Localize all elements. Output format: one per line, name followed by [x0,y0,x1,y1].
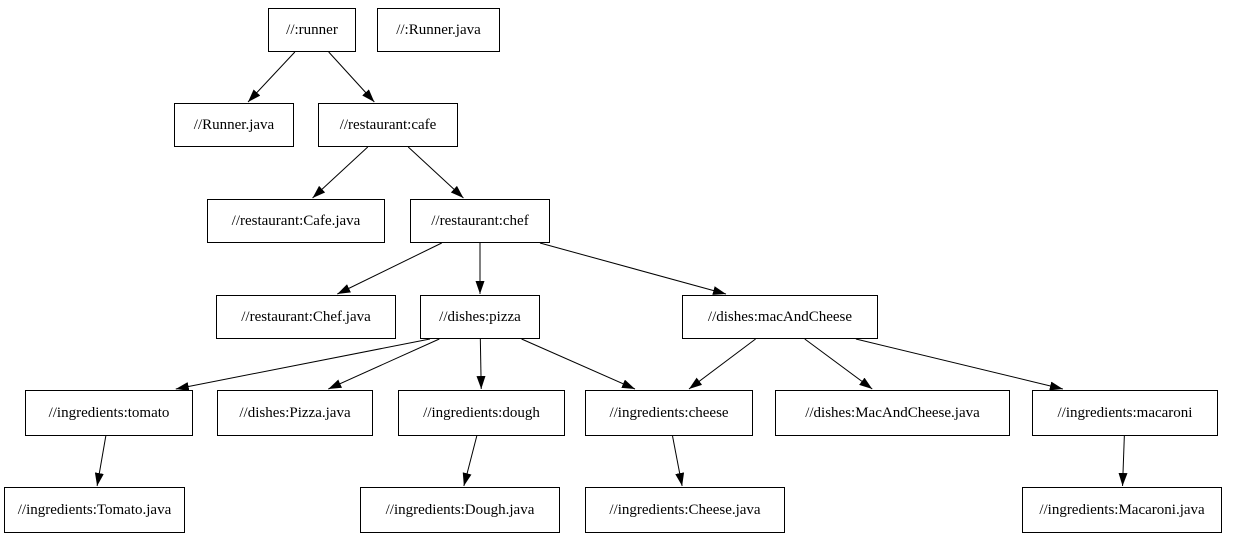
node-label: //dishes:Pizza.java [239,404,351,421]
edge-cafe-to-cafe-java [312,146,369,199]
node-label: //ingredients:macaroni [1057,404,1193,421]
node-runner-java: //Runner.java [174,103,294,147]
node-macaroni: //ingredients:macaroni [1032,390,1218,436]
node-label: //ingredients:Tomato.java [17,501,172,518]
edge-dough-to-dough-java [462,435,478,487]
node-runner-java-top: //:Runner.java [377,8,500,52]
node-tomato: //ingredients:tomato [25,390,193,436]
node-tomato-java: //ingredients:Tomato.java [4,487,185,533]
node-chef-java: //restaurant:Chef.java [216,295,396,339]
node-mac-java: //dishes:MacAndCheese.java [775,390,1010,436]
node-label: //ingredients:cheese [609,404,729,421]
edge-tomato-to-tomato-java [94,435,107,487]
node-chef: //restaurant:chef [410,199,550,243]
edge-pizza-to-cheese [521,338,636,390]
node-label: //dishes:MacAndCheese.java [805,404,980,421]
node-pizza-java: //dishes:Pizza.java [217,390,373,436]
node-label: //restaurant:Chef.java [241,308,371,325]
node-pizza: //dishes:pizza [420,295,540,339]
node-label: //restaurant:chef [431,212,529,229]
edge-macaroni-to-macaroni-java [1118,435,1128,487]
node-label: //restaurant:cafe [339,116,437,133]
node-label: //dishes:pizza [439,308,521,325]
node-label: //:Runner.java [396,21,481,38]
node-cafe-java: //restaurant:Cafe.java [207,199,385,243]
node-label: //ingredients:Cheese.java [609,501,761,518]
node-label: //dishes:macAndCheese [707,308,853,325]
edge-mac-and-cheese-to-cheese [688,338,756,390]
node-label: //Runner.java [193,116,275,133]
edge-runner-to-runner-java [247,51,296,103]
edge-pizza-to-tomato [175,338,431,391]
edge-mac-and-cheese-to-mac-java [804,338,873,390]
node-label: //ingredients:Dough.java [385,501,535,518]
node-cheese-java: //ingredients:Cheese.java [585,487,785,533]
edge-chef-to-mac-and-cheese [539,242,727,295]
node-label: //restaurant:Cafe.java [231,212,361,229]
node-label: //:runner [286,21,338,38]
edge-chef-to-chef-java [337,242,442,295]
node-macaroni-java: //ingredients:Macaroni.java [1022,487,1222,533]
node-label: //ingredients:dough [423,404,540,421]
node-dough-java: //ingredients:Dough.java [360,487,560,533]
node-mac-and-cheese: //dishes:macAndCheese [682,295,878,339]
edge-cheese-to-cheese-java [672,435,685,487]
node-cafe: //restaurant:cafe [318,103,458,147]
node-label: //ingredients:Macaroni.java [1039,501,1205,518]
edge-runner-to-cafe [328,51,375,103]
node-cheese: //ingredients:cheese [585,390,753,436]
edge-mac-and-cheese-to-macaroni [855,338,1064,391]
edge-cafe-to-chef [407,146,464,199]
edge-pizza-to-dough [476,338,486,390]
node-dough: //ingredients:dough [398,390,565,436]
node-runner: //:runner [268,8,356,52]
edge-pizza-to-pizza-java [328,338,440,390]
node-label: //ingredients:tomato [48,404,170,421]
